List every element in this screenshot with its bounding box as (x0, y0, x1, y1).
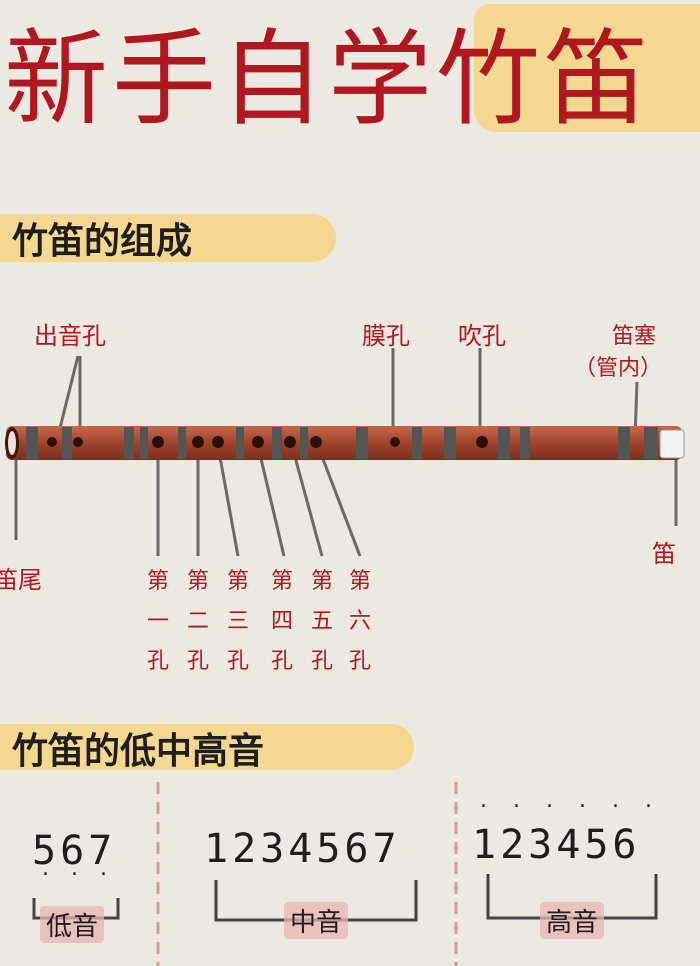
mid-label: 中音 (284, 902, 349, 939)
membrane-hole-label: 膜孔 (362, 322, 410, 350)
tail-label: 笛尾 (0, 566, 42, 594)
high-label: 高音 (540, 902, 605, 939)
finger-hole-3-label: 第三孔 (226, 569, 249, 674)
plug-sublabel: （管内） (574, 356, 663, 381)
finger-hole-1-label: 第一孔 (146, 569, 169, 674)
low-notes: 567 (32, 828, 117, 874)
plug-label: 笛塞 (612, 324, 657, 349)
high-notes: 123456 (472, 822, 641, 868)
title-highlight (474, 4, 700, 132)
page-title: 新手自学竹笛 (4, 0, 652, 145)
high-dots: ...... (480, 788, 678, 813)
finger-hole-5-label: 第五孔 (310, 569, 333, 674)
low-label: 低音 (40, 906, 105, 943)
section2-title: 竹笛的低中高音 (12, 730, 265, 772)
section2-highlight (0, 724, 414, 770)
blow-hole-label: 吹孔 (458, 322, 506, 350)
mid-notes: 1234567 (204, 826, 401, 872)
outlet-holes-label: 出音孔 (34, 322, 106, 350)
title-highlight-text: 竹笛 (436, 18, 653, 140)
section1-highlight (0, 214, 336, 262)
title-main: 新手自学 (4, 18, 437, 140)
finger-hole-4-label: 第四孔 (270, 569, 293, 674)
low-dots: ... (42, 856, 129, 881)
head-label: 笛 (652, 540, 676, 568)
flute-body (5, 426, 685, 460)
finger-hole-6-label: 第六孔 (348, 569, 371, 674)
section1-title: 竹笛的组成 (12, 220, 193, 262)
finger-hole-2-label: 第二孔 (186, 569, 209, 674)
